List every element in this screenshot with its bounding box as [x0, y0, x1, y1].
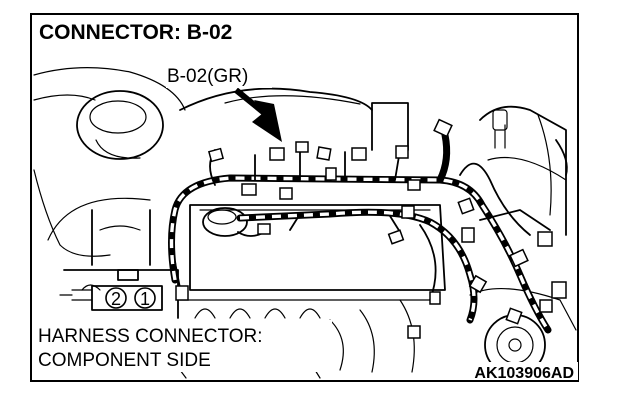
wiring-harness: [168, 131, 552, 334]
pin-diagram: 2 1: [59, 269, 163, 311]
caption-line-1: HARNESS CONNECTOR:: [38, 326, 263, 347]
pin-2-circle: [105, 287, 127, 309]
oil-filler-cap: [202, 207, 248, 237]
diagram-title: CONNECTOR: B-02: [39, 21, 232, 44]
pin-2-label: 2: [111, 289, 121, 309]
caption-line-2: COMPONENT SIDE: [38, 350, 211, 371]
callout-arrow: [166, 75, 282, 142]
diagram-frame: [30, 13, 579, 382]
connector-callout-label: B-02(GR): [167, 66, 248, 87]
pin-1-label: 1: [140, 289, 150, 309]
pin-1-circle: [134, 287, 156, 309]
figure-code: AK103906AD: [474, 365, 574, 382]
reservoir-cap: [76, 90, 164, 160]
harness-connectors: [175, 118, 567, 339]
connector-b02: [175, 285, 189, 301]
